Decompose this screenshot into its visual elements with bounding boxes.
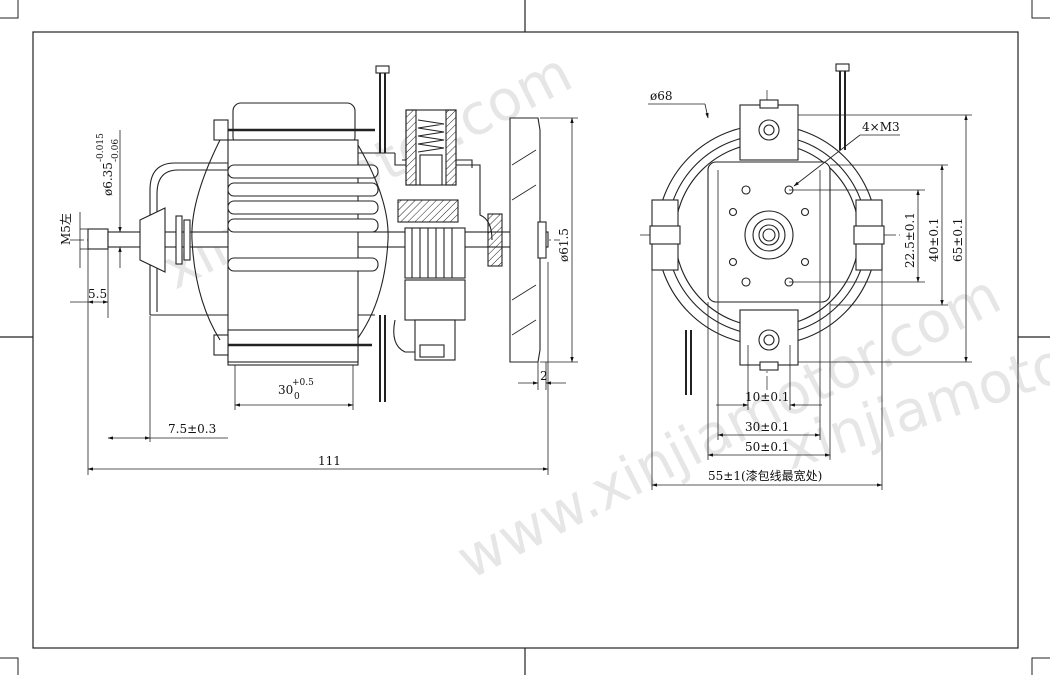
- overall-length: 111: [318, 454, 341, 468]
- stack-tol-lower: 0: [294, 392, 300, 402]
- front-view: [640, 63, 900, 395]
- thread-label: M5左: [58, 213, 73, 245]
- fan-blade: [509, 117, 547, 363]
- side-view: [70, 65, 560, 402]
- dim-65-label: 65±0.1: [951, 218, 965, 262]
- stator-coil: [227, 102, 379, 366]
- dim-55-label: 55±1(漆包线最宽处): [708, 468, 822, 483]
- top-brush-housing: [739, 99, 799, 161]
- offset-label: 7.5±0.3: [168, 422, 216, 436]
- commutator: [404, 213, 503, 279]
- brush-holder-bottom: [393, 279, 466, 361]
- dim-10-label: 10±0.1: [745, 390, 789, 404]
- front-view-labels: ø68 4×M3 22.5±0.1 40±0.1 65±0.1 10±0.1 3…: [650, 89, 965, 483]
- terminal-pins: [375, 65, 390, 402]
- stator-bolts: [213, 119, 375, 356]
- stack-tol-upper: +0.5: [292, 378, 314, 388]
- shaft-tol-lower: -0.06: [111, 139, 121, 162]
- front-view-dimensions: [648, 103, 972, 490]
- fan-thickness: 2: [540, 369, 548, 383]
- bearing-washers: [139, 207, 191, 273]
- outer-dia-label: ø68: [650, 89, 673, 103]
- brush-holder-top: [397, 109, 459, 223]
- shaft-dia-label: ø6.35: [101, 162, 115, 196]
- side-view-labels: M5左 ø6.35 -0.015 -0.06 5.5 30 +0.5 0 7.5…: [58, 133, 571, 468]
- fan-dia-label: ø61.5: [557, 228, 571, 262]
- bottom-brush-housing: [739, 309, 799, 371]
- dim-30-label: 30±0.1: [745, 420, 789, 434]
- screw-label: 4×M3: [862, 120, 900, 134]
- dim-22-5-label: 22.5±0.1: [903, 212, 917, 268]
- stack-height-label: 30: [278, 383, 293, 397]
- dim-50-label: 50±0.1: [745, 440, 789, 454]
- shaft-tol-upper: -0.015: [96, 133, 106, 162]
- dim-40-label: 40±0.1: [927, 218, 941, 262]
- side-view-dimensions: [70, 117, 578, 475]
- shaft-end-length: 5.5: [88, 287, 107, 301]
